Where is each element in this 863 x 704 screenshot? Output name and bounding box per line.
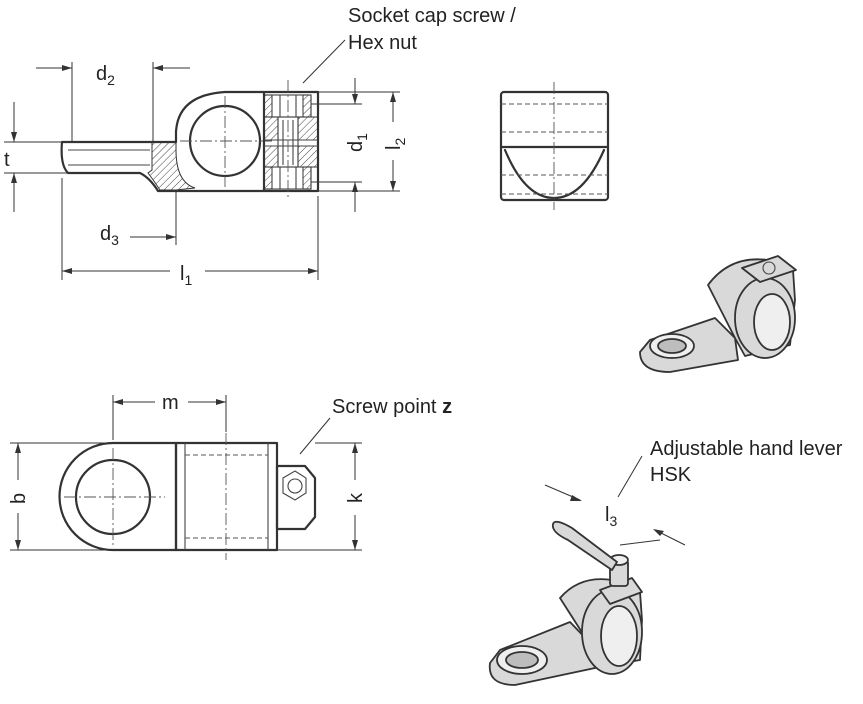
dim-t-label: t (4, 149, 10, 171)
flange-outline (60, 90, 320, 193)
callout-screw-nut-line2: Hex nut (348, 32, 417, 54)
isometric-clamp (639, 255, 797, 373)
dim-d3-label: d3 (100, 223, 119, 248)
section-hatch (147, 141, 196, 191)
dim-l2-label: l2 (383, 138, 408, 150)
isometric-clamp-with-lever: l3 (488, 455, 686, 686)
dim-m-label: m (162, 392, 179, 414)
callout-screw-point: Screw point z (332, 396, 452, 418)
dim-b-label: b (8, 493, 30, 504)
dim-l1-label: l1 (180, 263, 192, 288)
plan-view: m b k (8, 392, 367, 560)
front-section-view: d2 t d3 l1 d1 l (4, 39, 408, 288)
dim-d1-label: d1 (345, 133, 370, 152)
dim-k-label: k (345, 492, 367, 503)
dim-l3-label: l3 (605, 504, 617, 529)
dim-d2-label: d2 (96, 63, 115, 88)
side-view (499, 82, 610, 210)
callout-hand-lever-line2: HSK (650, 464, 692, 486)
callout-hand-lever-line1: Adjustable hand lever (650, 438, 843, 460)
callout-screw-nut-line1: Socket cap screw / (348, 5, 516, 27)
